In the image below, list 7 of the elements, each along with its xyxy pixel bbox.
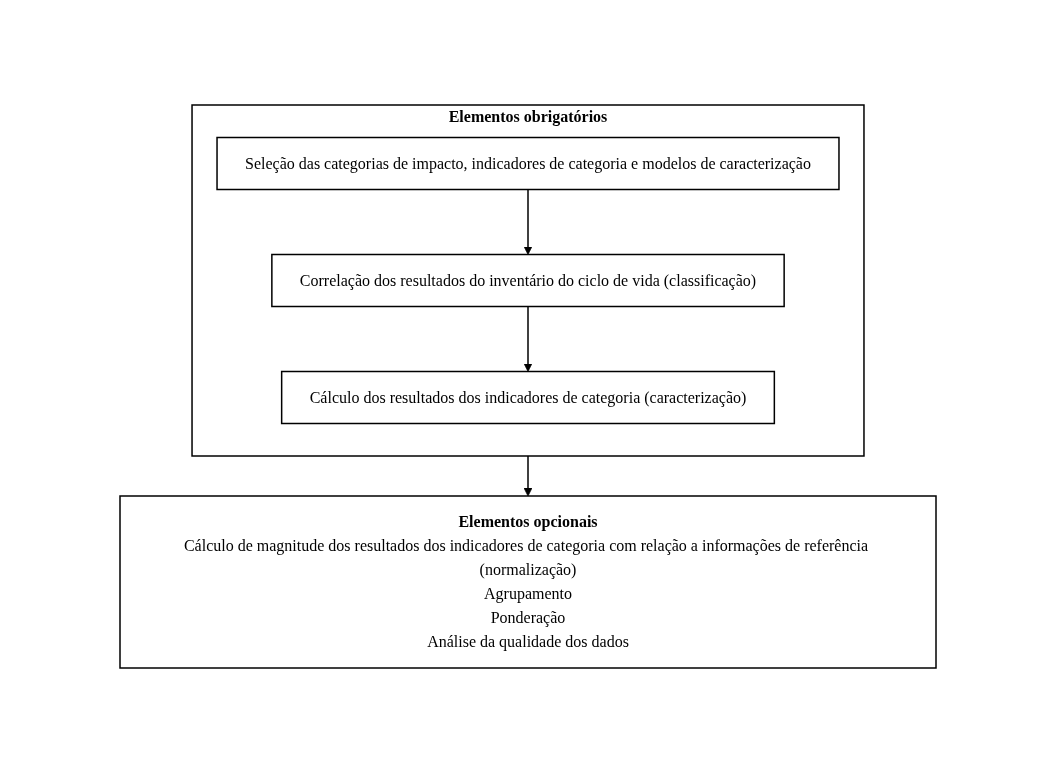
- node-box: Elementos opcionais Cálculo de magnitude dos resultados dos indicadores de categoria com relação a informações de referência (normalização) Agrupamento Ponderação Análise da qualidade dos dados: [119, 495, 937, 669]
- arrow: [523, 305, 533, 372]
- node-box: Cálculo dos resultados dos indicadores de categoria (caracterização): [280, 370, 776, 425]
- arrow: [523, 188, 533, 255]
- arrow: [523, 455, 533, 497]
- node-box: Correlação dos resultados do inventário do ciclo de vida (classificação): [271, 253, 785, 308]
- node-box: Seleção das categorias de impacto, indicadores de categoria e modelos de caracterização: [216, 136, 840, 191]
